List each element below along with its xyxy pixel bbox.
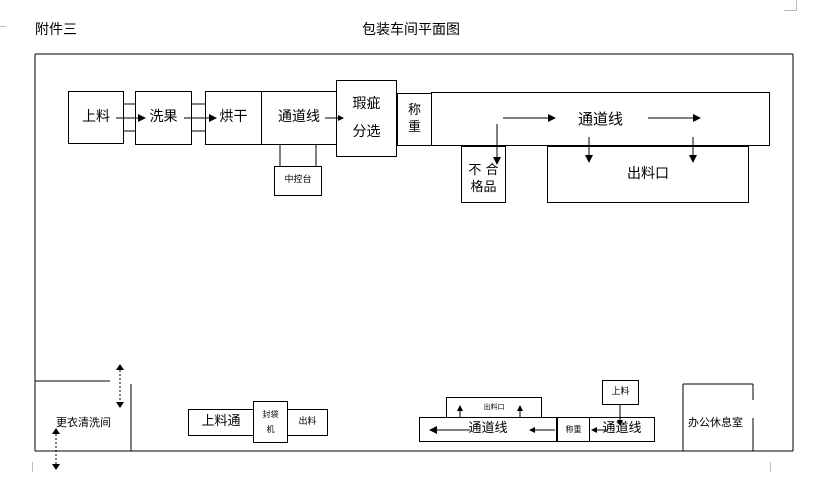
loading-channel-label: 上料通 xyxy=(201,414,241,430)
loading-station-label: 上料 xyxy=(82,108,110,125)
weighing-lower-label: 称重 xyxy=(565,424,582,434)
defect-sorting-label-1: 瑕疵 xyxy=(352,96,381,112)
discharge-port-label: 出料口 xyxy=(627,165,669,182)
reject-bin: 不 合 格品 xyxy=(461,146,506,203)
sealing-machine-label-2: 机 xyxy=(266,424,275,434)
defect-sorting-station: 瑕疵 分选 xyxy=(336,80,397,157)
control-console: 中控台 xyxy=(274,166,322,196)
page-corner-mark-bottom-right xyxy=(770,462,783,472)
channel-line-1-label: 通道线 xyxy=(278,109,320,126)
channel-line-right: 通道线 xyxy=(589,417,655,442)
page-corner-mark-bottom-left xyxy=(22,462,33,472)
changing-room-label: 更衣清洗间 xyxy=(56,416,111,429)
defect-sorting-label-2: 分选 xyxy=(352,123,381,140)
small-discharge-label: 出料口 xyxy=(483,403,505,412)
channel-line-left-label: 通道线 xyxy=(468,421,508,437)
loading-station: 上料 xyxy=(68,91,124,144)
reject-label-2: 格品 xyxy=(470,179,497,195)
loading-channel: 上料通 xyxy=(188,409,254,436)
channel-line-1: 通道线 xyxy=(261,91,337,145)
lower-discharge: 出料 xyxy=(287,409,328,436)
page-corner-mark-top-left xyxy=(0,26,6,27)
loading-small-label: 上料 xyxy=(611,386,630,397)
control-console-label: 中控台 xyxy=(284,175,312,186)
loading-small: 上料 xyxy=(602,380,639,405)
channel-line-2: 通道线 xyxy=(431,92,770,146)
channel-line-left: 通道线 xyxy=(419,417,557,442)
drying-station-label: 烘干 xyxy=(219,109,248,126)
washing-station-label: 洗果 xyxy=(149,109,178,126)
weighing-label-2: 重 xyxy=(407,119,421,135)
page-corner-mark-top-right xyxy=(784,0,797,11)
page-title: 包装车间平面图 xyxy=(362,22,460,38)
weighing-label-1: 称 xyxy=(407,103,421,119)
lower-discharge-label: 出料 xyxy=(298,416,317,427)
reject-label-1: 不 合 xyxy=(468,163,499,179)
attachment-label: 附件三 xyxy=(35,22,77,38)
weighing-station: 称 重 xyxy=(397,93,432,146)
sealing-machine-label-1: 封袋 xyxy=(262,409,279,419)
channel-line-2-label: 通道线 xyxy=(577,109,623,128)
channel-line-right-label: 通道线 xyxy=(602,421,642,437)
discharge-port: 出料口 xyxy=(547,146,749,203)
office-label: 办公休息室 xyxy=(688,416,743,429)
